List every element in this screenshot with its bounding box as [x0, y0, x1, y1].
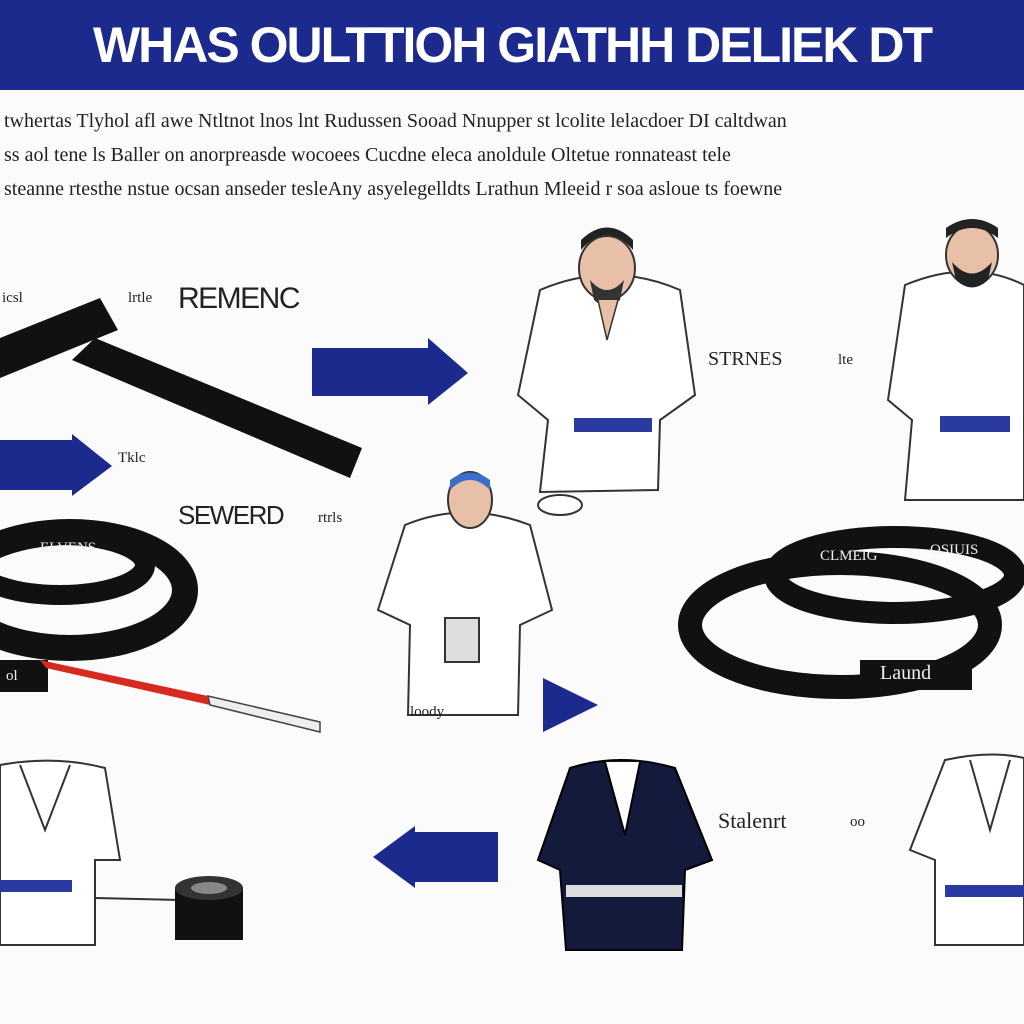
intro-line: ss aol tene ls Baller on anorpreasde woc… — [4, 144, 731, 166]
intro-line: twhertas Tlyhol afl awe Ntltnot lnos lnt… — [4, 110, 787, 132]
seward-label: SEWERD — [178, 500, 285, 530]
page-title: WHAS OULTTIOH GIATHH DELIEK DT — [92, 17, 933, 73]
belt-tag: Laund — [880, 662, 932, 684]
label-text: lrtle — [128, 290, 153, 306]
strnes-label: STRNES — [708, 348, 783, 370]
arrow-right-icon — [312, 338, 468, 405]
label-text: oo — [850, 814, 865, 830]
martial-artist-icon — [376, 471, 554, 716]
arrow-right-icon — [0, 434, 112, 496]
martial-artist-icon — [516, 227, 697, 516]
coiled-belt-icon — [678, 526, 1024, 699]
black-belt-icon — [0, 298, 362, 478]
belt-tag: ol — [6, 668, 18, 684]
figure-label: loody — [410, 704, 445, 720]
intro-text: twhertas Tlyhol afl awe Ntltnot lnos lnt… — [0, 104, 1024, 206]
gi-jacket-icon — [0, 759, 181, 946]
coiled-belt-icon — [0, 519, 198, 692]
belt-heading: REMENC — [178, 282, 301, 315]
belt-text: ELVENS — [40, 540, 97, 556]
belt-text: CLMEIG — [820, 548, 878, 564]
gi-jacket-icon — [908, 753, 1024, 946]
tape-roll-icon — [175, 876, 243, 940]
belt-text: OSIUIS — [930, 542, 979, 558]
intro-line: steanne rtesthe nstue ocsan anseder tesl… — [4, 178, 783, 200]
label-text: rtrls — [318, 510, 343, 526]
martial-artist-icon — [886, 219, 1024, 501]
arrow-left-icon — [373, 826, 498, 888]
arrow-right-icon — [543, 678, 598, 732]
header-banner: WHAS OULTTIOH GIATHH DELIEK DT — [0, 0, 1024, 90]
label-text: lte — [838, 352, 853, 368]
label-text: icsl — [2, 290, 23, 306]
label-text: Tklc — [118, 450, 146, 466]
stalenrt-label: Stalenrt — [718, 808, 787, 833]
red-stick-icon — [40, 660, 321, 733]
gi-jacket-icon — [536, 759, 714, 951]
